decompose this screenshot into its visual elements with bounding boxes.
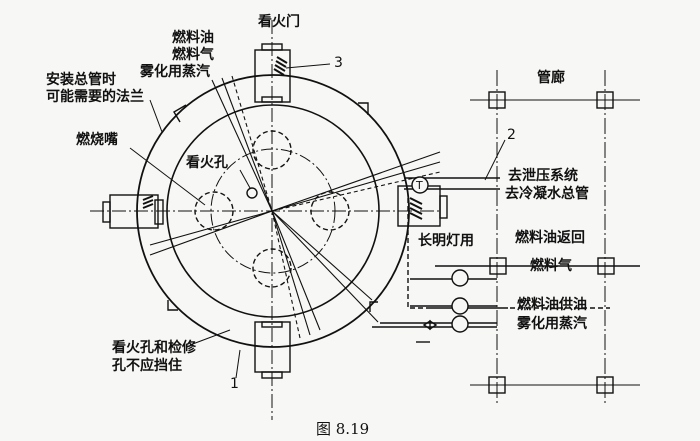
leader-lines bbox=[129, 63, 506, 379]
rotameter-icon bbox=[451, 269, 469, 287]
label-note-1: 看火孔和检修 bbox=[112, 340, 196, 356]
rotameter-icon bbox=[451, 315, 469, 333]
label-sight-hole: 看火孔 bbox=[186, 155, 228, 171]
label-trap: T bbox=[416, 179, 423, 192]
label-atomizing-steam-right: 雾化用蒸汽 bbox=[517, 316, 587, 332]
inner-shell bbox=[166, 104, 380, 318]
burner-bottom bbox=[252, 248, 292, 288]
tube-circle bbox=[210, 148, 336, 274]
label-burner: 燃烧嘴 bbox=[76, 132, 118, 148]
valve-icon bbox=[422, 319, 438, 331]
burner-feed-lines bbox=[149, 75, 441, 339]
steam-trap-icon bbox=[411, 176, 429, 194]
burner-left bbox=[194, 191, 234, 231]
sight-door-top bbox=[254, 43, 291, 103]
burner-right bbox=[310, 191, 350, 231]
label-fuel-oil-return: 燃料油返回 bbox=[515, 230, 585, 246]
label-note-2: 孔不应挡住 bbox=[112, 358, 182, 374]
label-sight-door: 看火门 bbox=[258, 14, 300, 30]
burner-top bbox=[252, 130, 292, 170]
label-fuel-gas-top: 燃料气 bbox=[172, 47, 214, 63]
callout-2: 2 bbox=[507, 127, 516, 143]
sight-door-left bbox=[102, 194, 164, 229]
label-pipe-rack: 管廊 bbox=[537, 70, 565, 86]
label-fuel-oil-supply: 燃料油供油 bbox=[517, 297, 587, 313]
shell-brackets bbox=[167, 102, 378, 312]
sight-hole-icon bbox=[246, 187, 258, 199]
rotameter-icon bbox=[451, 297, 469, 315]
label-flange-1: 安装总管时 bbox=[46, 72, 116, 88]
figure-caption: 图 8.19 bbox=[316, 420, 370, 438]
sight-door-right bbox=[397, 185, 448, 227]
process-piping bbox=[372, 176, 640, 343]
callout-3: 3 bbox=[334, 55, 343, 71]
callout-1: 1 bbox=[230, 376, 239, 392]
label-pilot: 长明灯用 bbox=[418, 233, 474, 249]
outer-shell bbox=[136, 74, 410, 348]
label-atomizing-steam-top: 雾化用蒸汽 bbox=[140, 64, 210, 80]
label-flange-2: 可能需要的法兰 bbox=[46, 89, 144, 105]
label-to-condensate: 去冷凝水总管 bbox=[505, 186, 589, 202]
sight-door-bottom bbox=[254, 321, 291, 379]
label-fuel-gas-right: 燃料气 bbox=[530, 258, 572, 274]
label-to-relief: 去泄压系统 bbox=[508, 168, 578, 184]
label-fuel-oil-top: 燃料油 bbox=[172, 30, 214, 46]
